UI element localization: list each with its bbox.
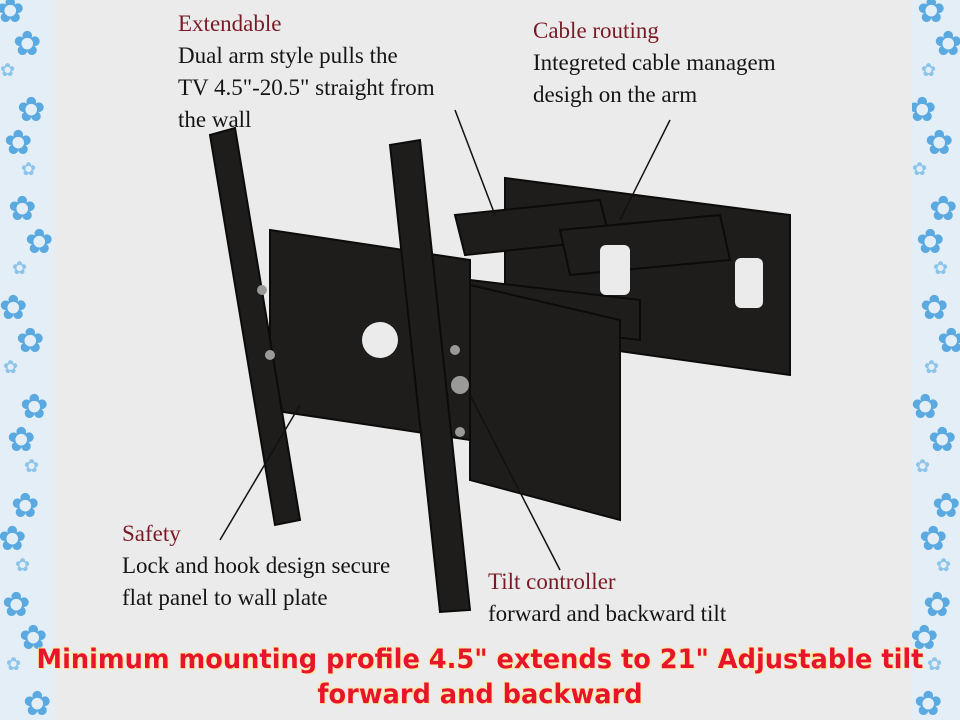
flower-icon: ✿ bbox=[912, 92, 937, 129]
flower-icon: ✿ bbox=[13, 26, 42, 63]
label-line: Lock and hook design secure bbox=[122, 553, 391, 578]
flower-icon: ✿ bbox=[0, 290, 28, 327]
flower-icon: ✿ bbox=[15, 555, 31, 575]
flower-icon: ✿ bbox=[929, 191, 958, 228]
label-heading: Extendable bbox=[178, 11, 282, 36]
label-line: forward and backward tilt bbox=[488, 601, 727, 626]
rail-right bbox=[388, 138, 472, 614]
flower-icon: ✿ bbox=[20, 389, 49, 426]
label-line: Dual arm style pulls the bbox=[178, 43, 398, 68]
rail-left bbox=[208, 126, 302, 527]
tv-bracket-front bbox=[469, 283, 621, 522]
flower-icon: ✿ bbox=[915, 456, 931, 476]
flower-icon: ✿ bbox=[920, 290, 949, 327]
label-safety: Safety Lock and hook design secure flat … bbox=[122, 518, 390, 614]
label-line: TV 4.5"-20.5" straight from bbox=[178, 75, 435, 100]
flower-icon: ✿ bbox=[932, 488, 960, 525]
flower-icon: ✿ bbox=[24, 456, 40, 476]
caption-line-2: forward and backward bbox=[317, 679, 643, 710]
flower-icon: ✿ bbox=[0, 521, 27, 558]
flower-icon: ✿ bbox=[923, 587, 952, 624]
flower-icon: ✿ bbox=[17, 92, 46, 129]
label-heading: Cable routing bbox=[533, 18, 659, 43]
flower-icon: ✿ bbox=[2, 587, 31, 624]
flower-icon: ✿ bbox=[23, 686, 52, 720]
label-line: desigh on the arm bbox=[533, 82, 698, 107]
label-heading: Safety bbox=[122, 521, 181, 546]
flower-icon: ✿ bbox=[25, 224, 54, 261]
flower-icon: ✿ bbox=[0, 60, 16, 80]
flower-icon: ✿ bbox=[912, 620, 939, 657]
caption-line-1: Minimum mounting profile 4.5" extends to… bbox=[36, 644, 924, 675]
flower-icon: ✿ bbox=[934, 26, 960, 63]
label-line: flat panel to wall plate bbox=[122, 585, 328, 610]
flower-icon: ✿ bbox=[912, 159, 928, 179]
label-extendable: Extendable Dual arm style pulls the TV 4… bbox=[178, 8, 435, 136]
flower-icon: ✿ bbox=[3, 357, 19, 377]
flower-icon: ✿ bbox=[0, 0, 25, 30]
label-heading: Tilt controller bbox=[488, 569, 616, 594]
flower-icon: ✿ bbox=[8, 191, 37, 228]
flower-icon: ✿ bbox=[919, 521, 948, 558]
flower-icon: ✿ bbox=[4, 125, 33, 162]
flower-icon: ✿ bbox=[7, 422, 36, 459]
flower-icon: ✿ bbox=[11, 488, 40, 525]
label-line: the wall bbox=[178, 107, 252, 132]
label-tilt-controller: Tilt controller forward and backward til… bbox=[488, 566, 726, 630]
floral-border-right: ✿✿✿✿✿✿✿✿✿✿✿✿✿✿✿✿✿✿✿✿✿✿ bbox=[912, 0, 960, 720]
flower-icon: ✿ bbox=[912, 389, 940, 426]
flower-icon: ✿ bbox=[16, 323, 45, 360]
flower-icon: ✿ bbox=[12, 258, 28, 278]
flower-icon: ✿ bbox=[916, 224, 945, 261]
label-line: Integreted cable managem bbox=[533, 50, 776, 75]
flower-icon: ✿ bbox=[19, 620, 48, 657]
flower-icon: ✿ bbox=[917, 0, 946, 30]
flower-icon: ✿ bbox=[924, 357, 940, 377]
flower-icon: ✿ bbox=[936, 555, 952, 575]
flower-icon: ✿ bbox=[933, 258, 949, 278]
flower-icon: ✿ bbox=[6, 654, 22, 674]
floral-border-left: ✿✿✿✿✿✿✿✿✿✿✿✿✿✿✿✿✿✿✿✿✿✿ bbox=[0, 0, 55, 720]
flower-icon: ✿ bbox=[914, 686, 943, 720]
flower-icon: ✿ bbox=[927, 654, 943, 674]
flower-icon: ✿ bbox=[925, 125, 954, 162]
label-cable-routing: Cable routing Integreted cable managem d… bbox=[533, 15, 776, 111]
flower-icon: ✿ bbox=[928, 422, 957, 459]
flower-icon: ✿ bbox=[21, 159, 37, 179]
flower-icon: ✿ bbox=[921, 60, 937, 80]
flower-icon: ✿ bbox=[937, 323, 960, 360]
